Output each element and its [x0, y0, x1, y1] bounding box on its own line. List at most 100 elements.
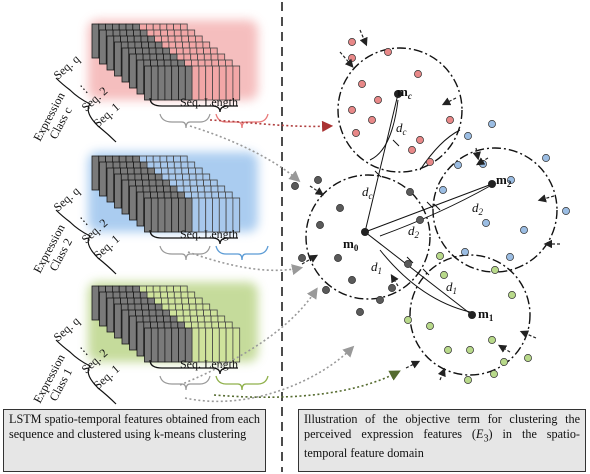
- sample-point: [358, 80, 366, 88]
- feature-cell-light: [232, 65, 241, 101]
- tick-mark: [422, 268, 430, 276]
- feature-cell-dark: [144, 327, 152, 363]
- centroid-point: [468, 311, 476, 319]
- sample-point: [348, 54, 356, 62]
- feature-cell-dark: [136, 59, 145, 95]
- caption-left: LSTM spatio-temporal features obtained f…: [3, 409, 266, 472]
- centroid-label-0: m0: [343, 236, 359, 253]
- gray-brace: [159, 375, 211, 391]
- sample-point: [388, 284, 396, 292]
- sample-point: [408, 146, 416, 154]
- sample-point: [404, 316, 412, 324]
- feature-stack-class-2: [88, 152, 258, 233]
- cluster-circle-c: [337, 47, 463, 173]
- inward-arrow: [405, 360, 421, 369]
- sample-point: [291, 182, 299, 190]
- feature-cell-dark: [157, 65, 166, 101]
- inward-arrow: [339, 51, 354, 68]
- seq-length-brace: [149, 359, 238, 375]
- sample-point: [506, 253, 514, 261]
- connector-arrows: [179, 119, 401, 403]
- sample-point: [414, 70, 422, 78]
- sample-point: [488, 336, 496, 344]
- feature-cell-dark: [164, 65, 173, 101]
- sample-point: [542, 154, 550, 162]
- line-m0-mc: [364, 93, 399, 233]
- sample-point: [562, 207, 570, 215]
- inward-arrow: [441, 97, 457, 106]
- sample-point: [416, 136, 424, 144]
- sample-point: [461, 248, 469, 256]
- connector-gray-c: [189, 125, 301, 183]
- feature-cell-dark: [99, 29, 107, 65]
- sample-point: [444, 346, 452, 354]
- distance-label-d1-mid: d1: [371, 259, 382, 276]
- caption-right: Illustration of the objective term for c…: [298, 409, 586, 472]
- caption-right-subscript: 3: [483, 432, 489, 444]
- sample-point: [426, 158, 434, 166]
- sample-point: [404, 260, 412, 268]
- feature-cell-dark: [114, 303, 122, 339]
- distance-label-d1-right: d1: [446, 279, 457, 296]
- cluster-circle-0: [305, 174, 431, 300]
- sequence-layer: [144, 327, 241, 363]
- sample-point: [464, 376, 472, 384]
- feature-cell-dark: [144, 65, 152, 101]
- inward-arrow: [301, 254, 319, 265]
- gray-brace: [159, 113, 211, 129]
- feature-cell-dark: [129, 315, 137, 351]
- cluster-circle-2: [432, 147, 558, 273]
- centroid-labels: mc m2 m1 m0: [343, 84, 512, 323]
- tick-mark: [392, 139, 400, 147]
- inward-arrow: [309, 185, 324, 196]
- sample-point: [426, 322, 434, 330]
- tick-mark: [433, 203, 441, 211]
- color-brace: [215, 375, 269, 391]
- feature-cell-dark: [106, 297, 115, 333]
- arc-dc-top: [369, 99, 399, 161]
- sample-point: [374, 96, 382, 104]
- arc-dc-mid: [419, 129, 461, 171]
- sample-point: [508, 291, 516, 299]
- seq-length-brace: [149, 229, 238, 245]
- sample-point: [439, 186, 447, 194]
- gray-brace: [159, 245, 211, 261]
- feature-cell-dark: [114, 173, 122, 209]
- sample-point: [384, 48, 392, 56]
- feature-cell-dark: [121, 47, 130, 83]
- caption-left-text: LSTM spatio-temporal features obtained f…: [9, 412, 260, 441]
- feature-cell-dark: [157, 327, 166, 363]
- inward-arrow: [472, 147, 481, 161]
- inward-arrow: [537, 194, 555, 203]
- feature-cell-dark: [114, 41, 122, 77]
- feature-cell-dark: [157, 197, 166, 233]
- distance-lines: [364, 93, 493, 316]
- feature-cell-dark: [164, 197, 173, 233]
- sample-point: [464, 132, 472, 140]
- sequence-layer: [144, 65, 241, 101]
- feature-cell-dark: [106, 35, 115, 71]
- distance-label-dc-mid: dc: [362, 184, 373, 201]
- tick-mark: [426, 201, 434, 209]
- distance-label-d2-right: d2: [472, 200, 484, 217]
- color-brace: [215, 245, 269, 261]
- caption-right-symbol: E: [475, 426, 484, 441]
- sample-point: [520, 226, 528, 234]
- sample-point: [500, 358, 508, 366]
- sample-point: [488, 120, 496, 128]
- feature-cell-dark: [136, 191, 145, 227]
- feature-cell-dark: [164, 327, 173, 363]
- distance-label-d2-mid: d2: [408, 223, 420, 240]
- sample-point: [316, 221, 324, 229]
- feature-cell-dark: [99, 161, 107, 197]
- seq-q-label: Seq. q: [51, 184, 83, 214]
- feature-stacks: [88, 20, 258, 363]
- centroid-label-c: mc: [397, 84, 412, 101]
- sample-point: [507, 176, 515, 184]
- feature-cell-dark: [150, 65, 159, 101]
- arc-d2: [379, 185, 491, 237]
- sample-point: [314, 176, 322, 184]
- feature-cell-dark: [91, 23, 100, 59]
- color-brace: [215, 113, 269, 129]
- seq-length-label: Seq. Length: [180, 357, 238, 371]
